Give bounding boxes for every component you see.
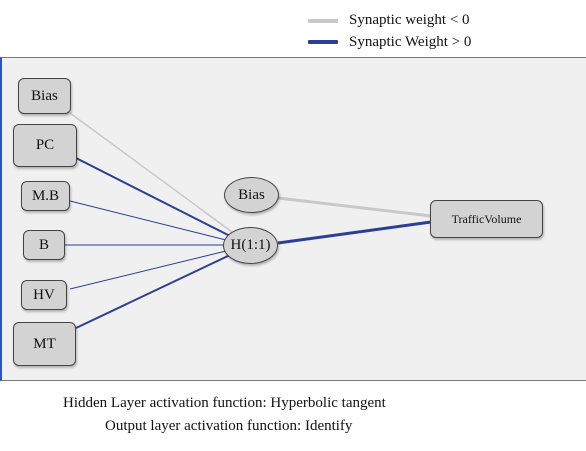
input-node-pc: PC [13, 124, 77, 167]
hidden-node-h11: H(1:1) [223, 227, 278, 264]
hidden-activation-caption: Hidden Layer activation function: Hyperb… [63, 395, 386, 411]
input-node-mt: MT [13, 322, 76, 366]
hidden-node-bias: Bias [224, 177, 279, 213]
legend-negative-line [308, 19, 338, 23]
input-node-bias: Bias [18, 78, 71, 114]
output-activation-caption: Output layer activation function: Identi… [105, 418, 353, 434]
input-node-b: B [23, 230, 65, 260]
legend-positive-label: Synaptic Weight > 0 [349, 34, 472, 50]
output-node-traffic-volume: TrafficVolume [430, 200, 543, 238]
input-node-hv: HV [21, 280, 67, 310]
legend-positive-line [308, 40, 338, 44]
legend-negative-label: Synaptic weight < 0 [349, 12, 470, 28]
input-node-mb: M.B [21, 181, 70, 211]
